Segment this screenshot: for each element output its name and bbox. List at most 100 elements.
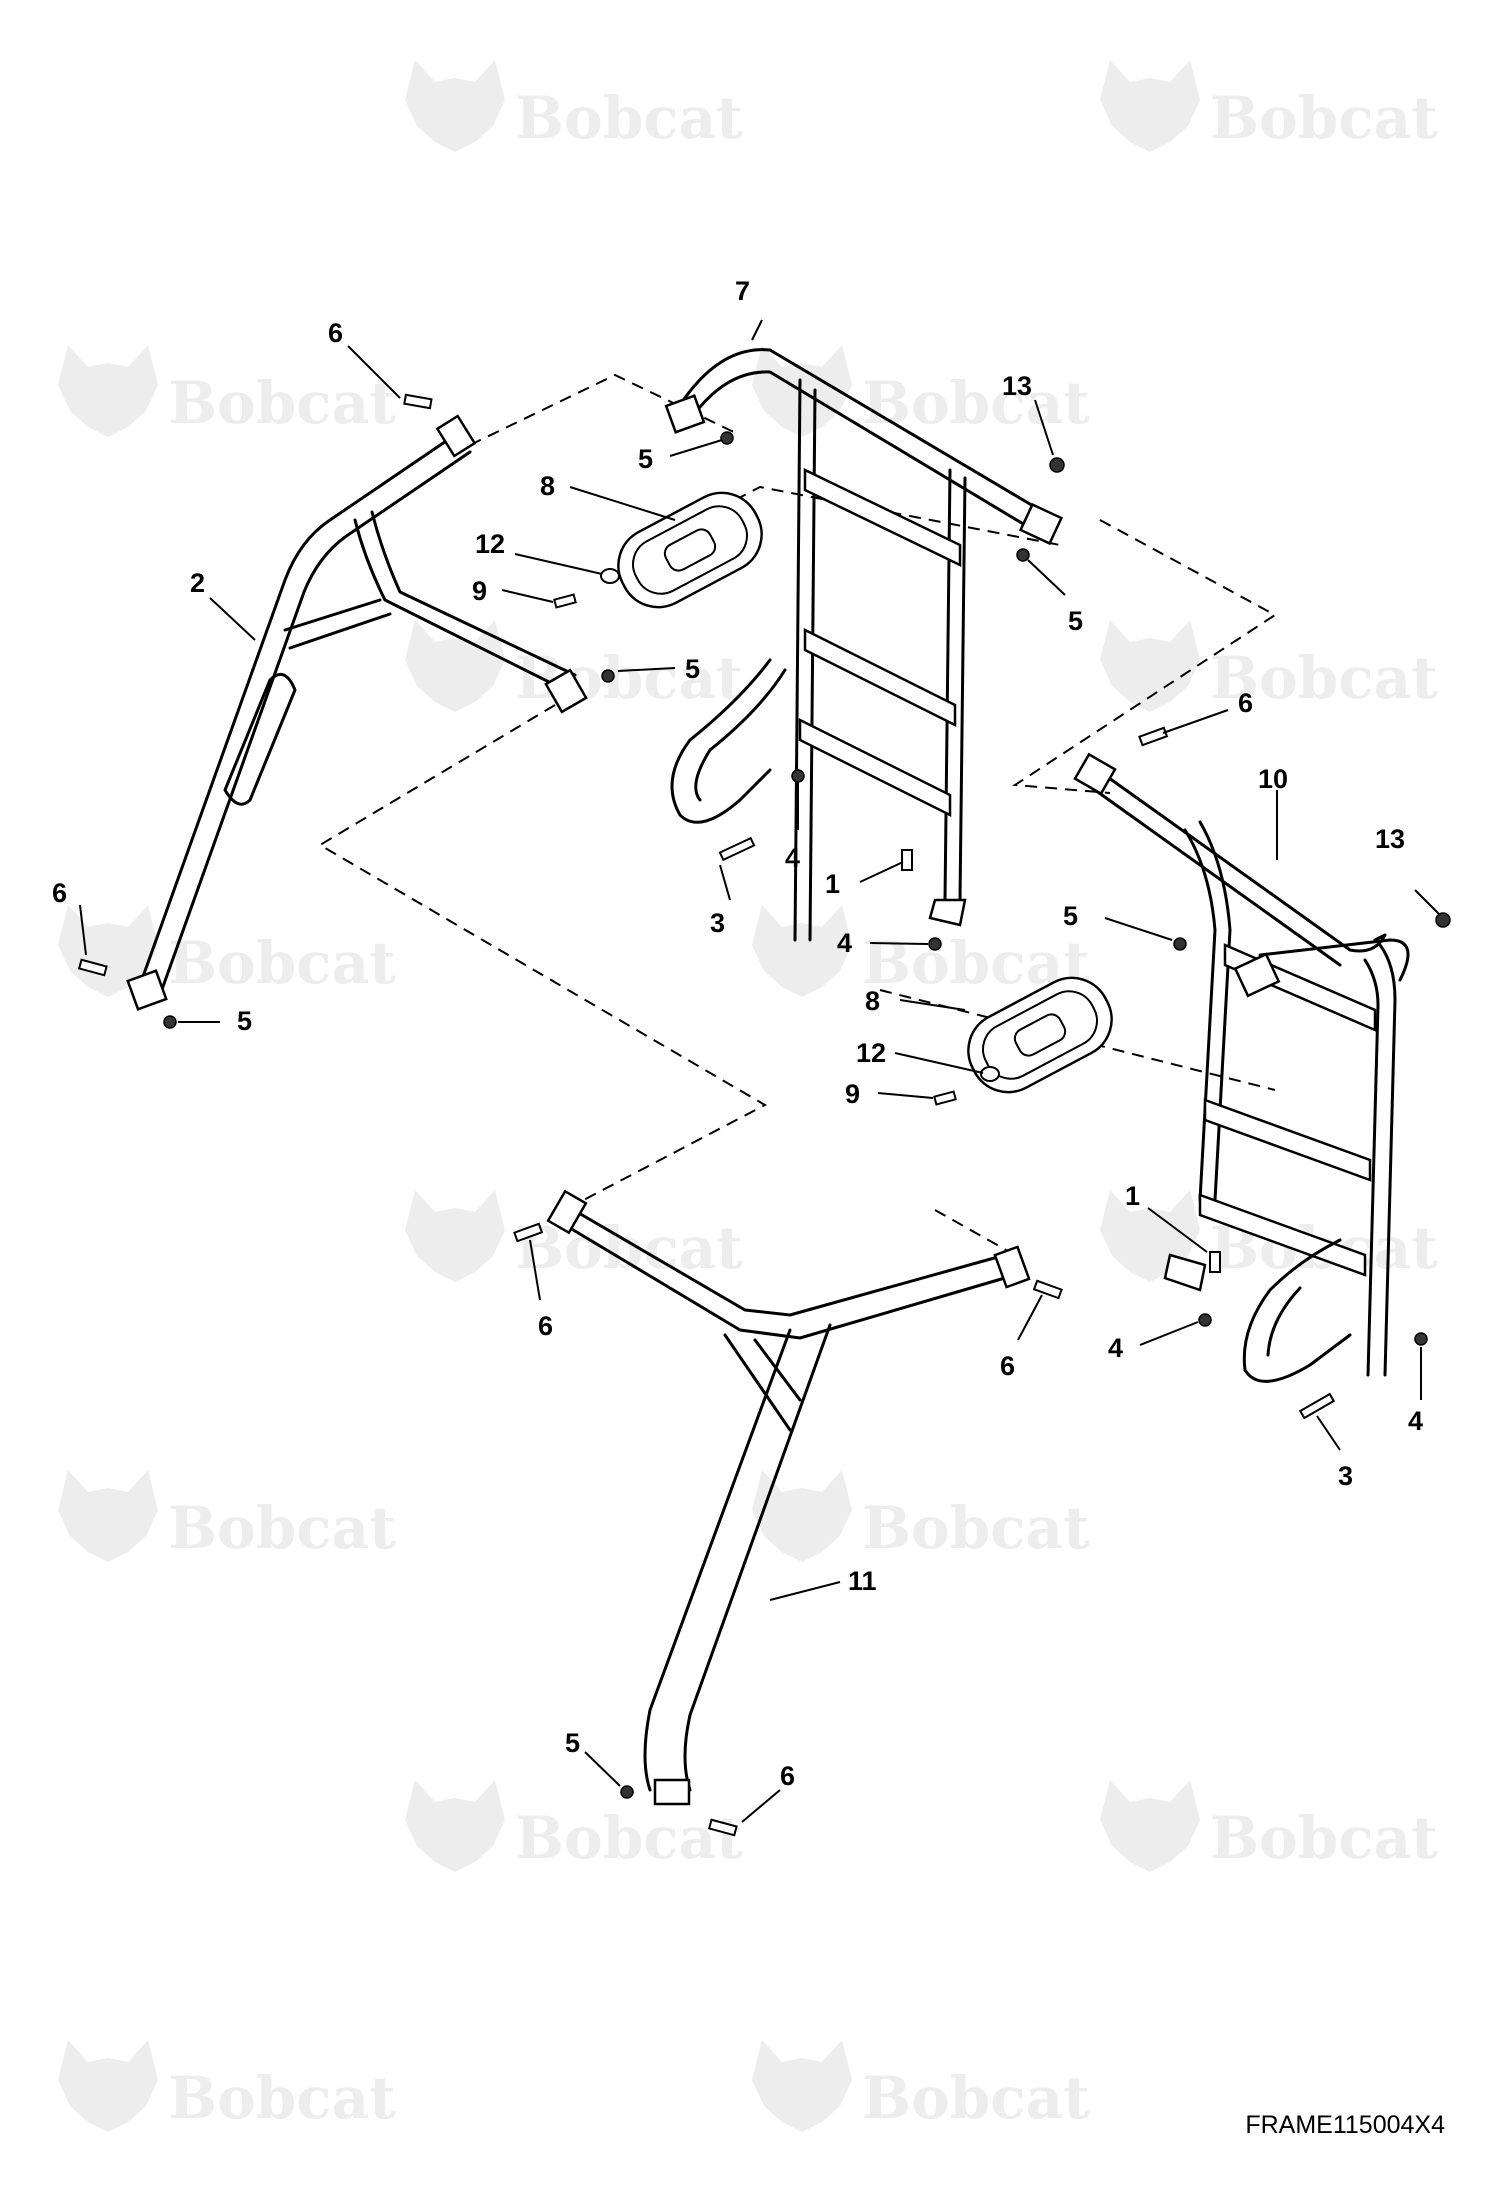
leader-line — [529, 1239, 541, 1301]
watermark: Bobcat — [752, 2040, 1090, 2132]
bolt — [1138, 726, 1169, 747]
watermark: Bobcat — [58, 905, 396, 997]
foot-bracket — [1163, 1253, 1207, 1292]
leader-line — [1162, 709, 1229, 734]
washer — [980, 1066, 1000, 1082]
nut — [1173, 937, 1187, 951]
bobcat-logo-icon — [58, 2040, 158, 2132]
mount-bracket — [653, 1778, 691, 1806]
assembly-line — [318, 704, 768, 1216]
nut — [928, 937, 942, 951]
leader-line — [719, 864, 731, 901]
watermark: Bobcat — [58, 345, 396, 437]
bolt — [1298, 1392, 1336, 1420]
tube-outline — [943, 468, 952, 902]
crossbar-plate — [1198, 1193, 1367, 1277]
watermark: Bobcat — [1100, 60, 1438, 152]
callout-5: 5 — [1063, 901, 1078, 931]
bolt — [1209, 1251, 1221, 1273]
watermark-text: Bobcat — [1210, 1804, 1438, 1872]
callout-6: 6 — [52, 878, 67, 908]
tube-outline — [1093, 766, 1387, 953]
tube-outline — [138, 433, 457, 987]
nut — [620, 1785, 634, 1799]
watermark: Bobcat — [405, 620, 743, 712]
callout-5: 5 — [237, 1006, 252, 1036]
watermark: Bobcat — [752, 1470, 1090, 1562]
nut — [1198, 1313, 1212, 1327]
leader-lines — [79, 319, 1441, 1823]
nut — [601, 669, 615, 683]
reflector-lens — [632, 505, 748, 595]
leader-line — [209, 597, 256, 641]
watermark-text: Bobcat — [515, 1214, 743, 1282]
reflector-mount — [663, 528, 717, 572]
callout-4: 4 — [837, 928, 852, 958]
tube-outline — [643, 1328, 792, 1792]
tube-outline — [793, 378, 802, 942]
tube-outline — [1198, 820, 1232, 1202]
handle-tube — [694, 668, 787, 802]
callouts: 6 7 5 8 12 9 2 5 13 5 6 10 13 6 5 4 3 1 … — [52, 276, 1423, 1791]
leader-line — [1104, 917, 1173, 941]
watermark-text: Bobcat — [515, 1804, 743, 1872]
tube-outline — [223, 672, 297, 806]
tube-end-cap — [546, 1189, 588, 1235]
callout-12: 12 — [856, 1038, 886, 1068]
callout-13: 13 — [1375, 824, 1405, 854]
bobcat-logo-icon — [405, 1780, 505, 1872]
bolt — [77, 958, 108, 977]
part-7-rear-frame — [664, 348, 1064, 942]
callout-1: 1 — [1125, 1181, 1140, 1211]
callout-6: 6 — [780, 1761, 795, 1791]
callout-6: 6 — [538, 1311, 553, 1341]
tube-outline — [1363, 958, 1380, 1377]
bobcat-logo-icon — [58, 1470, 158, 1562]
leader-line — [617, 667, 676, 672]
screw — [553, 593, 577, 609]
crossbar-plate — [798, 717, 952, 818]
part-11-front-frame — [546, 1189, 1031, 1806]
crossbar-plate — [803, 468, 962, 567]
tube-outline — [958, 476, 967, 902]
leader-line — [859, 861, 904, 883]
leader-line — [894, 1052, 984, 1074]
tube-outline — [1258, 938, 1410, 982]
leader-line — [741, 1789, 781, 1823]
leader-line — [899, 999, 966, 1011]
figure-id-label: FRAME115004X4 — [1245, 2111, 1445, 2139]
washer — [600, 568, 620, 584]
watermark: Bobcat — [752, 905, 1090, 997]
bolt — [718, 836, 756, 862]
part-10-right-frame — [1073, 752, 1410, 1383]
mount-bracket — [544, 668, 588, 714]
tube-outline — [753, 1338, 802, 1402]
tube-outline — [723, 1333, 792, 1432]
nut — [791, 769, 805, 783]
callout-12: 12 — [475, 529, 505, 559]
leader-line — [347, 345, 401, 399]
bolt — [1032, 1279, 1063, 1300]
crossbar-plate — [803, 627, 957, 728]
callout-9: 9 — [472, 576, 487, 606]
mount-bracket — [126, 969, 168, 1011]
callout-5: 5 — [685, 654, 700, 684]
leader-line — [1139, 1321, 1199, 1346]
watermark: Bobcat — [1100, 620, 1438, 712]
nut — [720, 431, 734, 445]
watermark-layer: Bobcat Bobcat Bobcat Bobcat Bobcat Bobca… — [58, 60, 1438, 2132]
nut — [1435, 912, 1451, 928]
callout-10: 10 — [1258, 764, 1288, 794]
crossbar-plate — [1203, 1098, 1372, 1182]
watermark-text: Bobcat — [168, 369, 396, 437]
watermark-text: Bobcat — [862, 2064, 1090, 2132]
watermark: Bobcat — [405, 1780, 743, 1872]
mount-bracket — [435, 414, 477, 458]
assembly-line — [734, 485, 1061, 546]
mount-bracket — [1233, 952, 1281, 998]
leader-line — [1017, 1294, 1043, 1341]
callout-2: 2 — [190, 568, 205, 598]
reflector-mount — [1013, 1013, 1067, 1057]
leader-line — [1414, 889, 1441, 916]
foot-bracket — [928, 898, 967, 927]
